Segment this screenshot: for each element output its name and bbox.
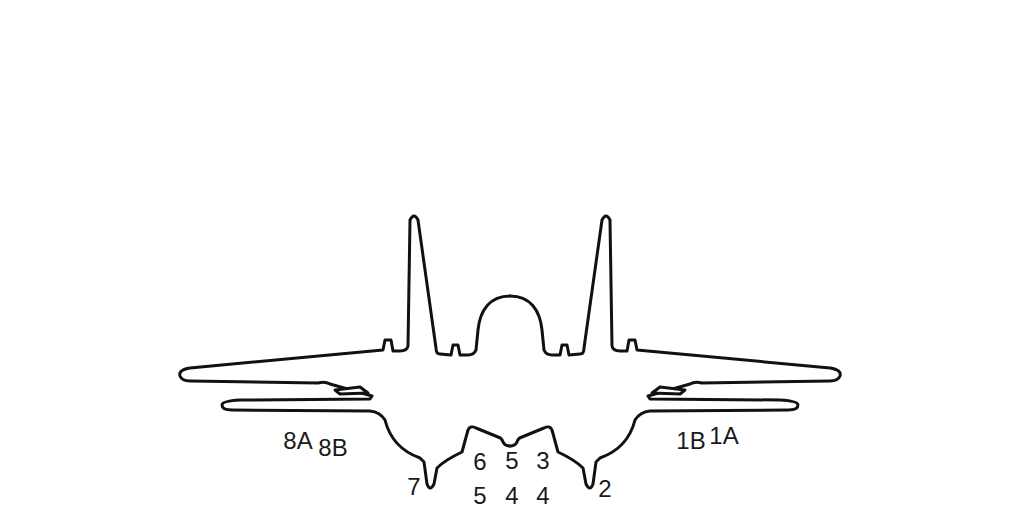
station-number: 5 — [505, 449, 518, 473]
glove-slot — [335, 387, 368, 394]
airframe-half — [180, 216, 510, 488]
station-number: 5 — [473, 484, 486, 508]
station-number: 2 — [598, 477, 611, 501]
station-number: 1B — [676, 429, 705, 453]
station-number: 6 — [473, 450, 486, 474]
airframe-half-mirror — [510, 216, 840, 488]
station-number: 8A — [283, 429, 312, 453]
station-number: 3 — [536, 449, 549, 473]
station-number: 4 — [505, 484, 518, 508]
airframe-outline — [180, 216, 510, 488]
station-number: 1A — [709, 424, 738, 448]
station-number: 7 — [407, 475, 420, 499]
station-number: 4 — [536, 484, 549, 508]
station-number: 8B — [318, 436, 347, 460]
